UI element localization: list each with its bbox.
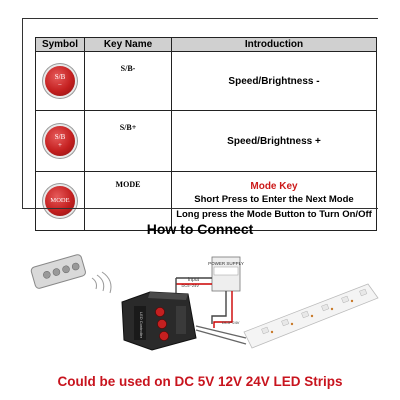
power-supply-icon: POWER SUPPLY: [208, 256, 244, 292]
table-row: S/B − S/B- Speed/Brightness -: [35, 51, 377, 111]
connection-diagram: POWER SUPPLY Input DC5~24V DC5~24V LED C…: [30, 254, 379, 351]
mode-button-icon: MODE: [45, 186, 75, 216]
table-header-row: Symbol Key Name Introduction: [35, 37, 377, 52]
controller-button-icon: [157, 319, 167, 329]
led-strip-icon: [243, 283, 379, 349]
mode-key-title: Mode Key: [250, 180, 298, 192]
introduction: Speed/Brightness +: [171, 110, 377, 172]
input-voltage: DC5~24V: [182, 283, 200, 288]
how-to-connect-title: How to Connect: [146, 221, 254, 237]
wire: [175, 277, 247, 345]
sb-plus-button-icon: S/B +: [45, 126, 75, 156]
output-voltage: DC5~24V: [222, 320, 240, 325]
power-supply-label: POWER SUPPLY: [208, 261, 244, 266]
table-row: S/B + S/B+ Speed/Brightness +: [35, 110, 377, 172]
signal-waves-icon: [91, 271, 112, 294]
controller-button-icon: [155, 307, 165, 317]
header-symbol: Symbol: [35, 37, 85, 52]
remote-control-icon: [30, 254, 86, 289]
input-label: Input: [188, 277, 200, 283]
key-name: S/B-: [84, 51, 172, 111]
left-border: [22, 18, 23, 208]
header-introduction: Introduction: [171, 37, 377, 52]
header-key-name: Key Name: [84, 37, 172, 52]
sb-minus-button-icon: S/B −: [45, 66, 75, 96]
controller-label: LED Controller: [139, 312, 144, 339]
mode-short-press: Short Press to Enter the Next Mode: [194, 193, 354, 205]
key-name: S/B+: [84, 110, 172, 172]
mode-long-press: Long press the Mode Button to Turn On/Of…: [176, 208, 372, 220]
led-controller-icon: LED Controller: [121, 291, 197, 351]
controller-button-icon: [159, 331, 169, 341]
compatibility-note: Could be used on DC 5V 12V 24V LED Strip…: [57, 374, 343, 389]
key-table: Symbol Key Name Introduction S/B − S/B- …: [35, 37, 377, 231]
key-name: MODE: [84, 171, 172, 231]
introduction: Mode Key Short Press to Enter the Next M…: [171, 171, 377, 231]
section-divider: [22, 208, 378, 209]
table-row: MODE MODE Mode Key Short Press to Enter …: [35, 171, 377, 231]
introduction: Speed/Brightness -: [171, 51, 377, 111]
top-divider: [22, 18, 378, 19]
